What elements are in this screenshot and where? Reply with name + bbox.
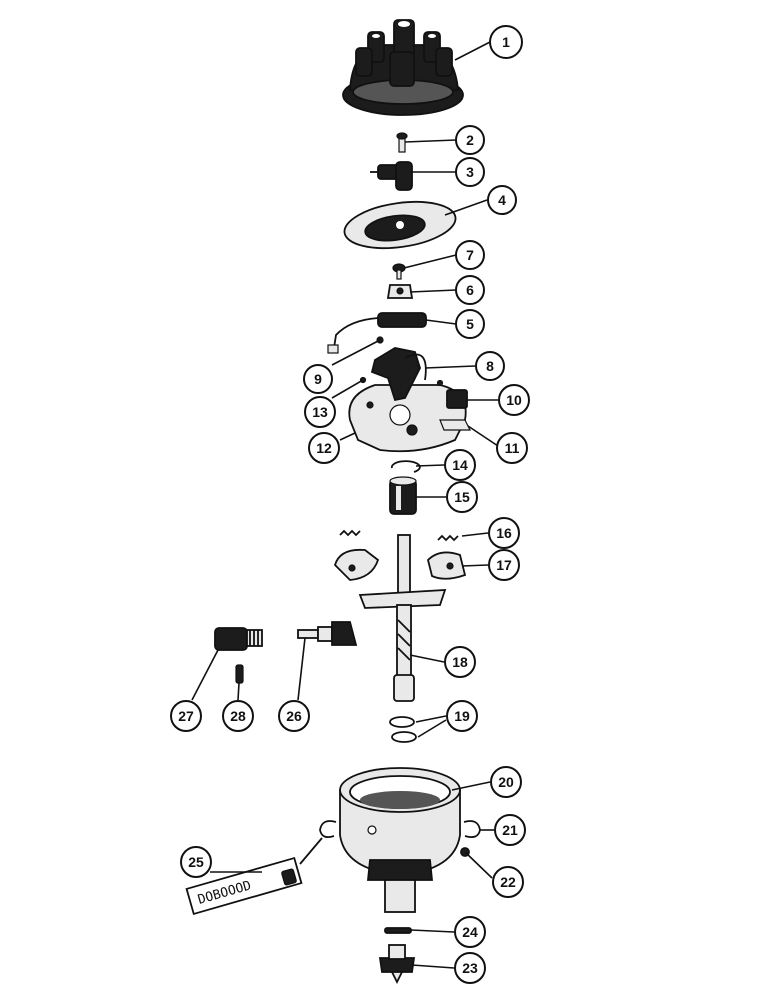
distributor-cap (342, 19, 464, 116)
condenser (327, 312, 427, 354)
part-callouts: 1 2 3 4 7 6 5 8 (170, 25, 530, 984)
advance-springs (339, 529, 459, 542)
callout-1: 1 (489, 25, 523, 59)
callout-number: 20 (498, 774, 514, 790)
dust-shield (343, 200, 457, 250)
callout-number: 14 (452, 457, 468, 473)
condenser-screw (392, 263, 406, 280)
callout-2: 2 (455, 125, 485, 155)
identification-tag: DOBOOOD (185, 837, 323, 916)
distributor-shaft (358, 534, 447, 702)
callout-13: 13 (304, 396, 336, 428)
callout-8: 8 (475, 351, 505, 381)
primary-lead-bracket (439, 419, 471, 431)
advance-weights (333, 548, 467, 581)
callout-number: 8 (486, 358, 494, 374)
callout-15: 15 (446, 481, 478, 513)
callout-number: 17 (496, 557, 512, 573)
breaker-plate-assembly (348, 336, 467, 453)
callout-7: 7 (455, 240, 485, 270)
callout-number: 15 (454, 489, 470, 505)
callout-25: 25 (180, 846, 212, 878)
callout-number: 25 (188, 854, 204, 870)
callout-number: 9 (314, 371, 322, 387)
cam-lubricator (446, 389, 468, 409)
callout-9: 9 (303, 364, 333, 394)
callout-number: 26 (286, 708, 302, 724)
callout-number: 12 (316, 440, 332, 456)
distributor-housing (339, 767, 461, 913)
callout-number: 27 (178, 708, 194, 724)
callout-14: 14 (444, 449, 476, 481)
callout-16: 16 (488, 517, 520, 549)
callout-26: 26 (278, 700, 310, 732)
callout-number: 11 (505, 440, 520, 456)
callout-12: 12 (308, 432, 340, 464)
callout-11: 11 (496, 432, 528, 464)
callout-number: 7 (466, 247, 474, 263)
callout-number: 22 (500, 874, 516, 890)
callout-number: 21 (502, 822, 518, 838)
callout-number: 6 (466, 282, 474, 298)
callout-number: 18 (452, 654, 468, 670)
callout-21: 21 (494, 814, 526, 846)
rotor (370, 161, 413, 191)
retaining-ring (390, 460, 421, 473)
gear-pin (235, 664, 244, 684)
callout-number: 16 (496, 525, 512, 541)
callout-23: 23 (454, 952, 486, 984)
callout-27: 27 (170, 700, 202, 732)
callout-number: 10 (506, 392, 522, 408)
thrust-washers (389, 716, 417, 743)
callout-22: 22 (492, 866, 524, 898)
callout-number: 3 (466, 164, 474, 180)
callout-number: 28 (230, 708, 246, 724)
callout-4: 4 (487, 185, 517, 215)
callout-number: 13 (312, 404, 328, 420)
callout-number: 5 (466, 316, 474, 332)
callout-6: 6 (455, 275, 485, 305)
callout-5: 5 (455, 309, 485, 339)
callout-17: 17 (488, 549, 520, 581)
callout-number: 4 (498, 192, 506, 208)
callout-number: 19 (454, 708, 470, 724)
gear-washer (384, 927, 412, 934)
oiler-fitting (214, 627, 263, 651)
callout-10: 10 (498, 384, 530, 416)
callout-3: 3 (455, 157, 485, 187)
callout-20: 20 (490, 766, 522, 798)
leader-lines (191, 41, 499, 969)
rotor-screw (396, 132, 408, 153)
condenser-clamp (386, 284, 414, 299)
callout-18: 18 (444, 646, 476, 678)
callout-number: 2 (466, 132, 474, 148)
callout-number: 24 (462, 924, 478, 940)
distributor-cam (389, 476, 417, 515)
callout-28: 28 (222, 700, 254, 732)
callout-24: 24 (454, 916, 486, 948)
callout-number: 1 (502, 34, 510, 50)
bottom-bushing (378, 944, 416, 985)
callout-number: 23 (462, 960, 478, 976)
drive-gear-shaft (297, 621, 358, 646)
callout-19: 19 (446, 700, 478, 732)
